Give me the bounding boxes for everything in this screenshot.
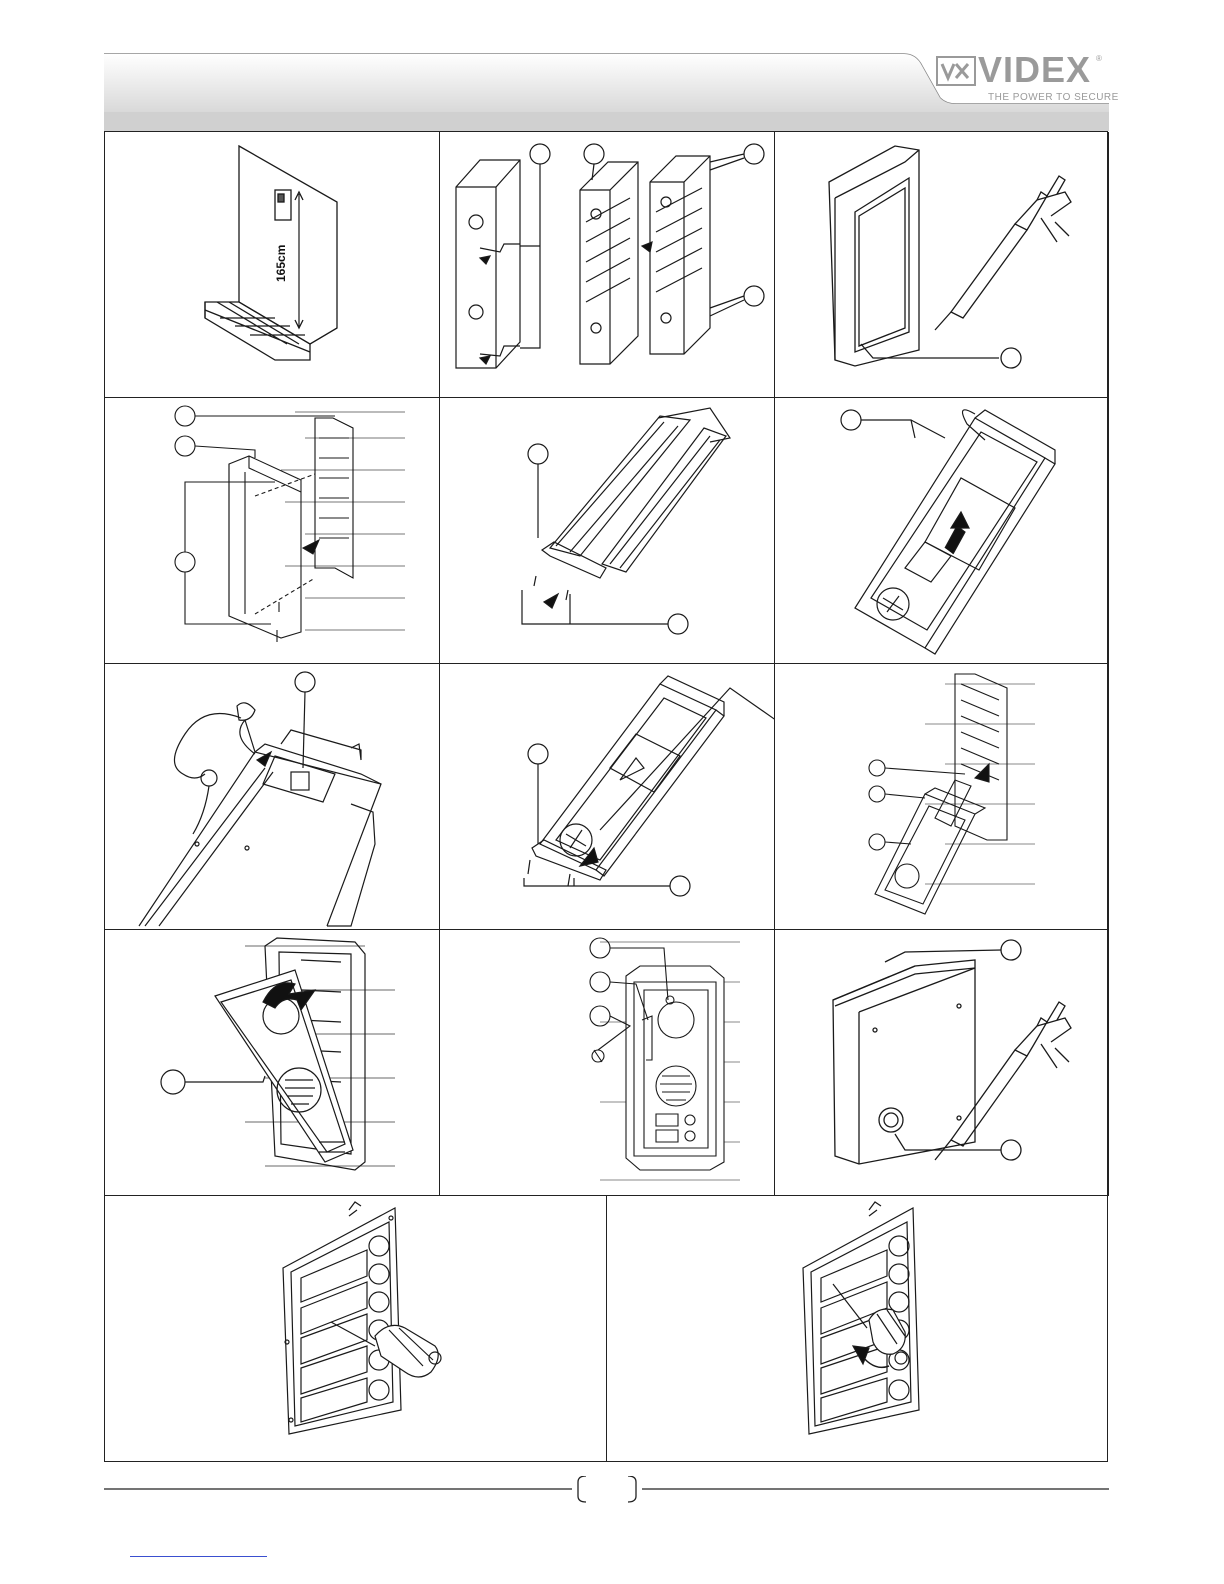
step-panel-end-cap-fit bbox=[440, 664, 775, 930]
step-panel-cable-connect bbox=[105, 664, 440, 930]
footer-rule bbox=[104, 1476, 1109, 1506]
step-panel-screwdriver-insert bbox=[105, 1196, 607, 1462]
registered-mark: ® bbox=[1096, 54, 1102, 63]
step-panel-wall-height: 165cm bbox=[105, 132, 440, 398]
videx-mark-icon bbox=[936, 56, 976, 86]
step-panel-close-front bbox=[105, 930, 440, 1196]
step-panel-frame-mount bbox=[105, 398, 440, 664]
footer-link-underline[interactable] bbox=[130, 1556, 267, 1557]
step-panel-end-cap bbox=[440, 398, 775, 664]
step-panel-screwdriver-lever bbox=[607, 1196, 1109, 1462]
page-footer bbox=[104, 1476, 1109, 1506]
step-panel-sealant-back bbox=[775, 132, 1109, 398]
installation-steps-grid: 165cm bbox=[104, 131, 1108, 1462]
logo-wordmark: VIDEX bbox=[978, 52, 1091, 88]
step-panel-sealant-front bbox=[775, 930, 1109, 1196]
step-panel-fix-screw bbox=[440, 930, 775, 1196]
step-panel-module-insert bbox=[775, 398, 1109, 664]
logo-tagline: THE POWER TO SECURE bbox=[988, 92, 1119, 103]
height-label: 165cm bbox=[274, 245, 288, 282]
step-panel-hinge-wall bbox=[775, 664, 1109, 930]
videx-logo: VIDEX ® THE POWER TO SECURE bbox=[936, 52, 1106, 104]
step-panel-back-boxes bbox=[440, 132, 775, 398]
